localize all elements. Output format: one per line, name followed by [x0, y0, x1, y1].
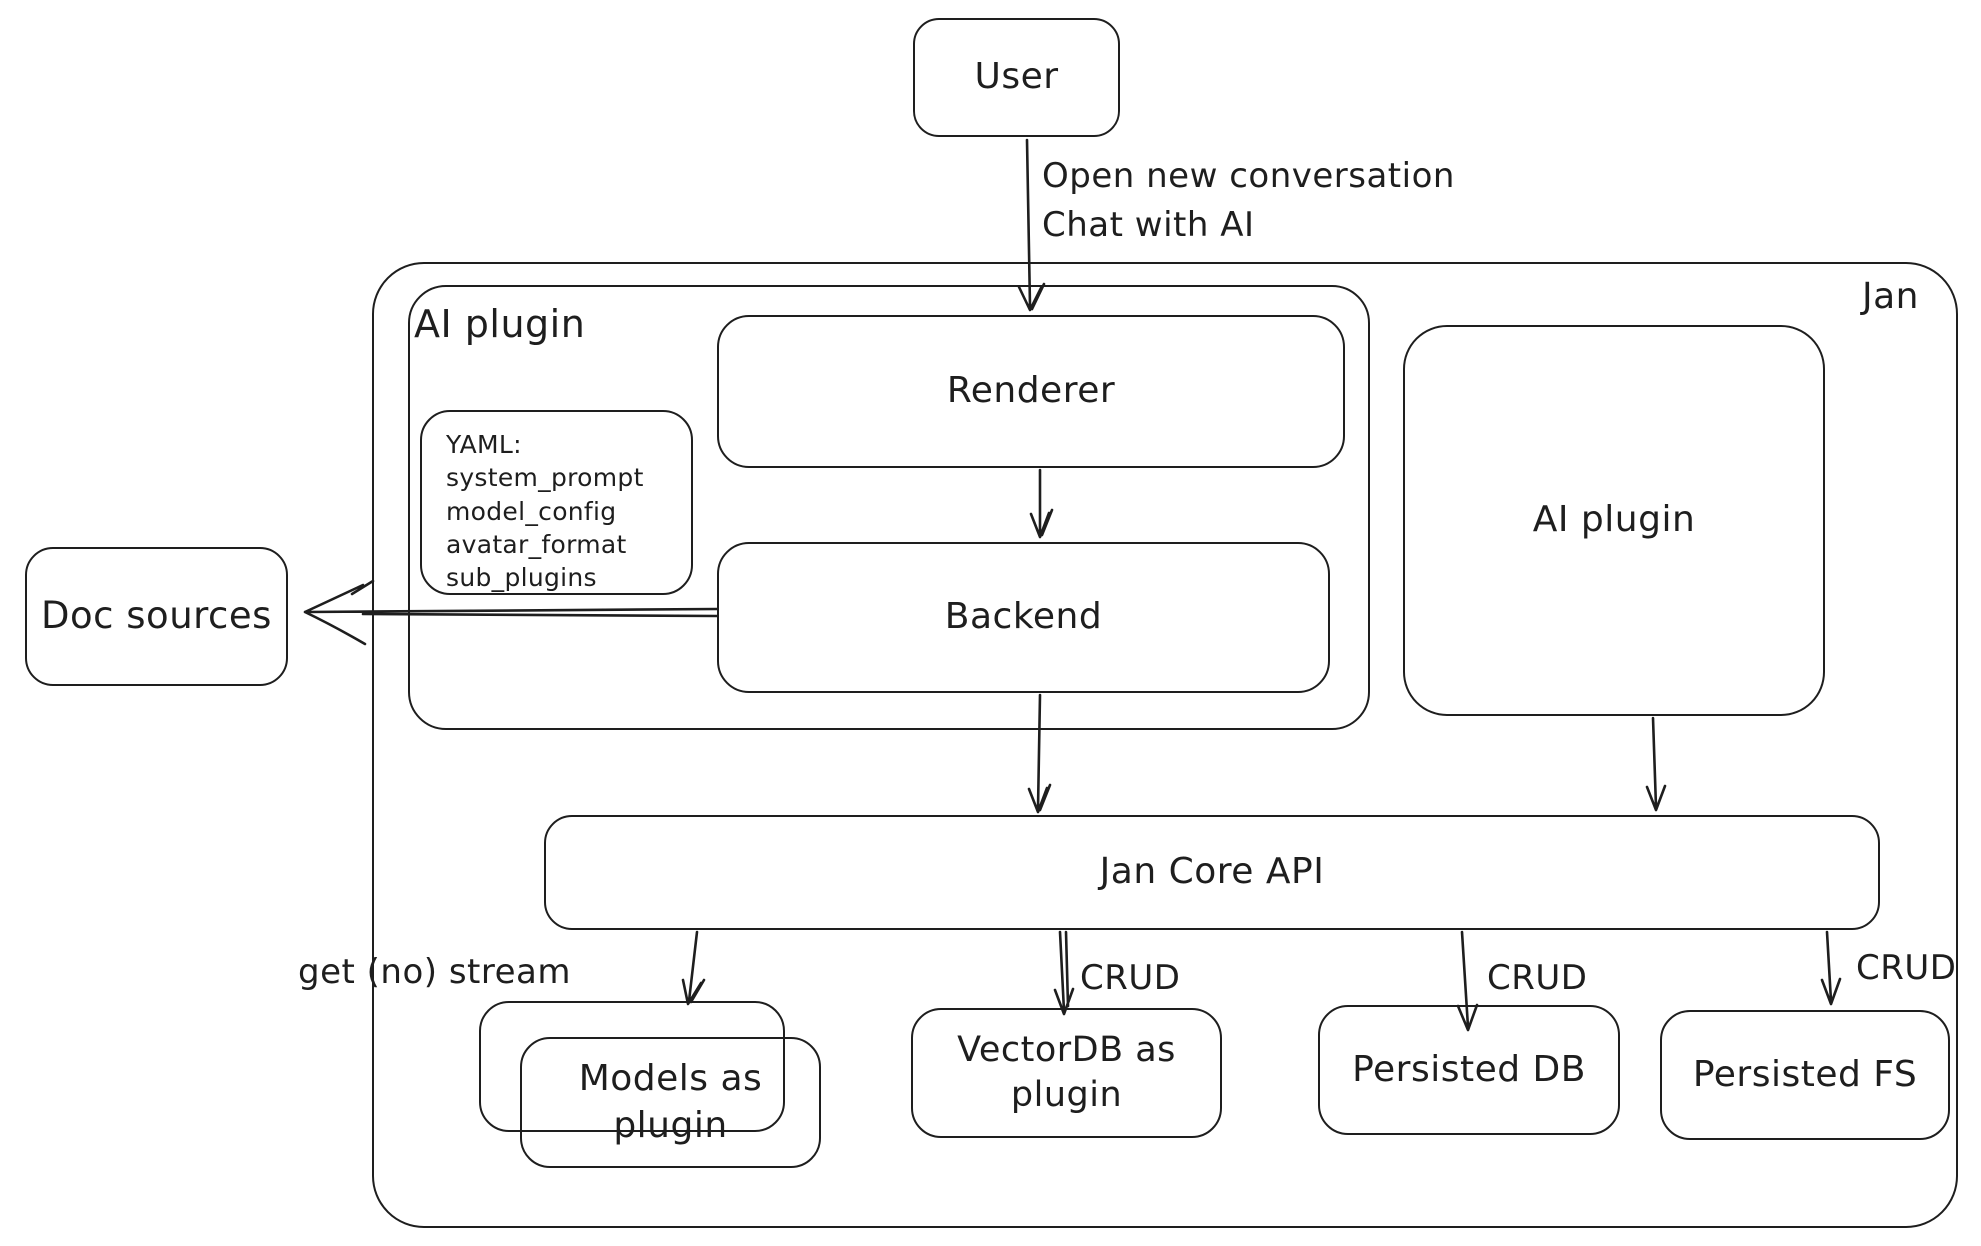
ai-plugin-container-label: AI plugin: [414, 302, 586, 346]
edge-label-crud-persisted-fs: CRUD: [1856, 948, 1956, 988]
node-doc-sources-label: Doc sources: [41, 594, 272, 638]
node-user-label: User: [974, 56, 1059, 98]
edge-label-get-no-stream-text: get (no) stream: [298, 952, 571, 992]
node-persisted-fs: Persisted FS: [1660, 1010, 1950, 1140]
yaml-note-line: system_prompt: [446, 463, 644, 493]
node-ai-plugin-right: AI plugin: [1403, 325, 1825, 716]
edge-label-crud-persisted-fs-text: CRUD: [1856, 948, 1957, 988]
node-backend: Backend: [717, 542, 1330, 693]
node-persisted-fs-label: Persisted FS: [1692, 1053, 1918, 1095]
node-user: User: [913, 18, 1120, 137]
yaml-note-line: avatar_format: [446, 529, 627, 559]
ai-plugin-container: [408, 285, 1370, 730]
edge-label-open-conversation: Open new conversation Chat with AI: [1042, 152, 1455, 251]
yaml-note-line: sub_plugins: [446, 563, 597, 592]
node-models-as-plugin: Models as plugin: [520, 1037, 821, 1168]
node-vectordb-as-plugin: VectorDB as plugin: [911, 1008, 1222, 1138]
edge-label-crud-persisted-db-text: CRUD: [1487, 958, 1588, 998]
node-models-as-plugin-label: Models as plugin: [578, 1057, 763, 1146]
edge-label-crud-vectordb-text: CRUD: [1080, 958, 1181, 998]
node-doc-sources: Doc sources: [25, 547, 288, 686]
node-jan-core-api: Jan Core API: [544, 815, 1880, 930]
node-renderer: Renderer: [717, 315, 1345, 468]
yaml-note-line: YAML:: [446, 430, 522, 459]
edge-label-crud-vectordb: CRUD: [1080, 958, 1180, 998]
node-models-as-plugin-back: [479, 1001, 785, 1132]
edge-label-open-conversation-line2: Chat with AI: [1042, 205, 1255, 246]
node-persisted-db: Persisted DB: [1318, 1005, 1620, 1135]
jan-container-label: Jan: [1862, 276, 1919, 317]
yaml-note-line: model_config: [446, 496, 617, 526]
node-vectordb-as-plugin-label: VectorDB as plugin: [957, 1029, 1176, 1116]
yaml-note: YAML: system_prompt model_config avatar_…: [420, 410, 693, 595]
node-persisted-db-label: Persisted DB: [1352, 1048, 1586, 1090]
edge-label-get-no-stream: get (no) stream: [298, 952, 571, 992]
node-renderer-label: Renderer: [946, 370, 1116, 412]
node-backend-label: Backend: [944, 596, 1103, 638]
edge-label-crud-persisted-db: CRUD: [1487, 958, 1587, 998]
node-jan-core-api-label: Jan Core API: [1099, 851, 1325, 893]
jan-container: [372, 262, 1958, 1228]
edge-label-open-conversation-line1: Open new conversation: [1042, 156, 1455, 196]
node-ai-plugin-right-label: AI plugin: [1532, 499, 1696, 541]
